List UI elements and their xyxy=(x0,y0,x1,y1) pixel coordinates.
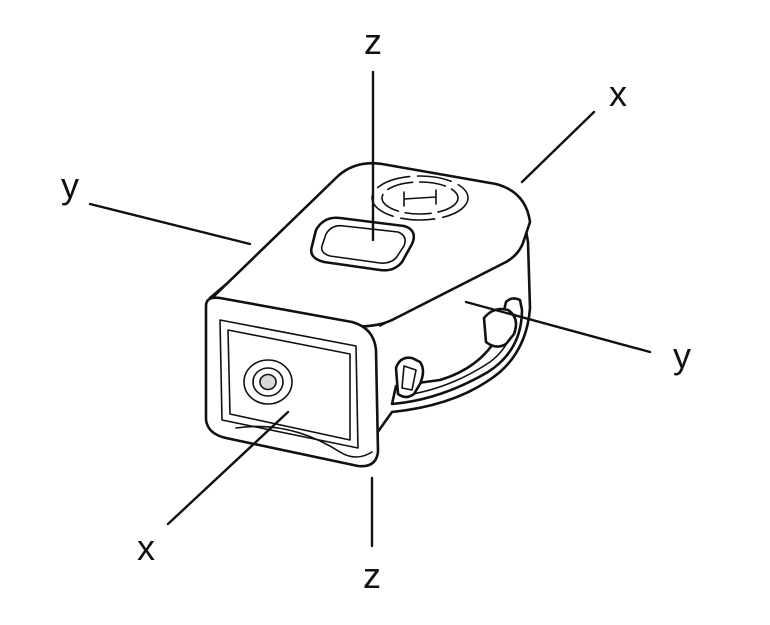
axis-labels: z z x x y y xyxy=(61,21,691,596)
device-front-inner-frame xyxy=(227,329,351,441)
z-axis-bottom-label: z xyxy=(363,555,381,596)
x-axis-top-line xyxy=(520,110,596,184)
device-front-inset xyxy=(219,319,359,449)
x-axis-top-label: x xyxy=(609,73,627,114)
y-axis-left-label: y xyxy=(61,165,79,206)
y-axis-right-label: y xyxy=(673,335,691,376)
top-button xyxy=(309,216,416,272)
device-bottom-contour xyxy=(235,425,373,458)
y-axis-left-line xyxy=(88,202,252,246)
side-switch xyxy=(394,356,425,399)
y-axis-right-line xyxy=(464,300,652,354)
device-top-edge xyxy=(379,239,525,327)
lens xyxy=(243,359,293,405)
device-illustration xyxy=(204,161,532,468)
x-axis-bottom-line xyxy=(166,410,290,526)
x-axis-bottom-label: x xyxy=(137,527,155,568)
axis-lines xyxy=(88,70,652,548)
z-axis-top-label: z xyxy=(364,21,382,62)
